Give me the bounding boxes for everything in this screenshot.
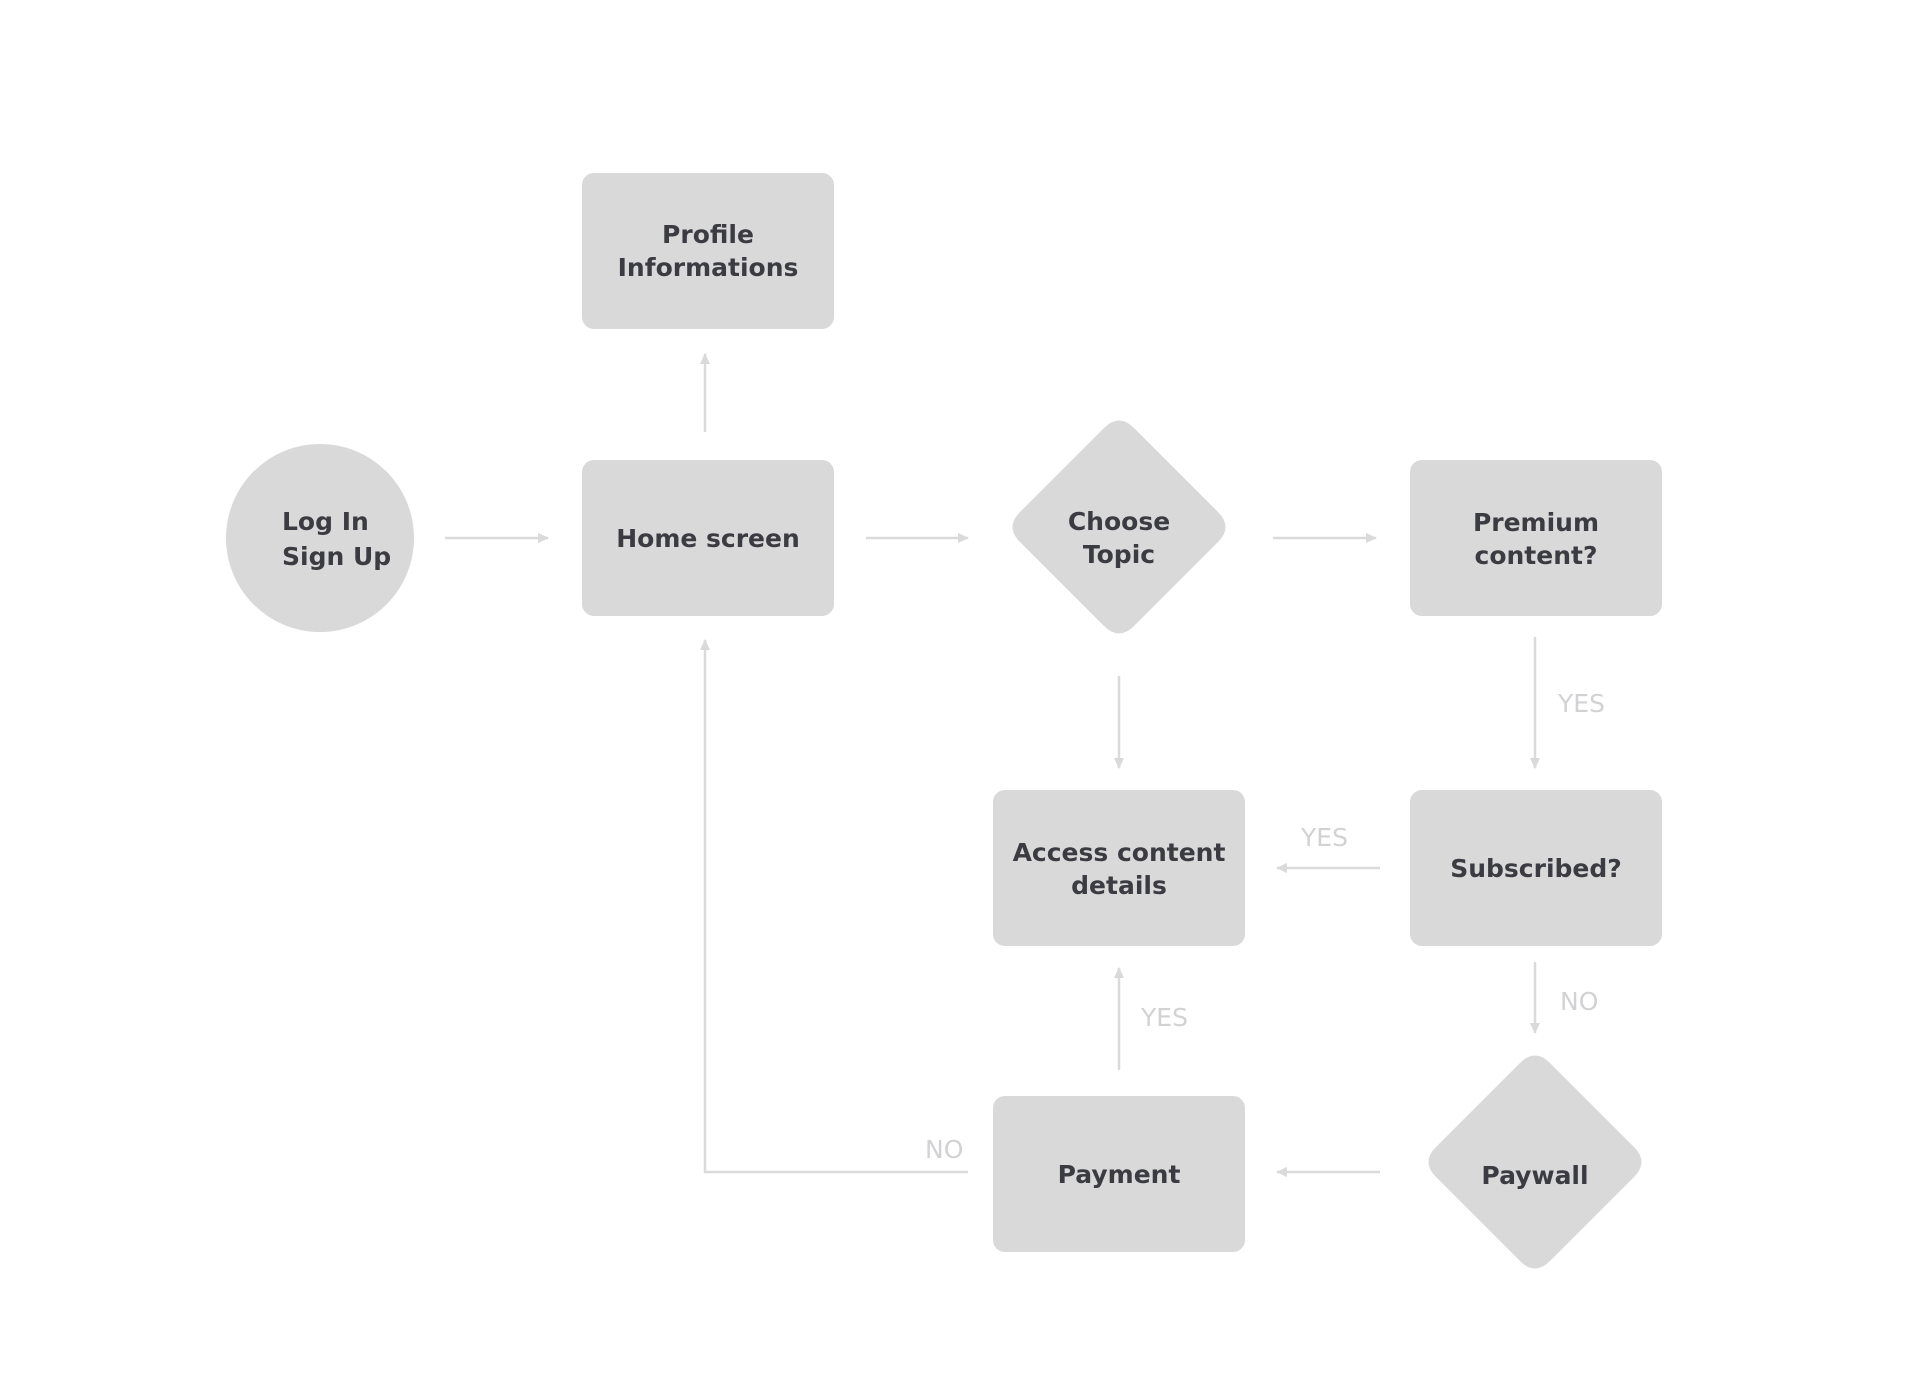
access-label-line2: details (1071, 871, 1167, 900)
edge-label-premium-yes: YES (1557, 689, 1605, 718)
choose-topic-diamond (1012, 420, 1226, 634)
choose-topic-label-line2: Topic (1083, 540, 1155, 569)
node-access-content-details: Access content details (993, 790, 1245, 946)
login-label-line1: Log In (282, 507, 369, 536)
home-label: Home screen (616, 524, 800, 553)
edge-payment-to-home (700, 639, 968, 1174)
profile-label-line2: Informations (618, 253, 799, 282)
subscribed-label: Subscribed? (1450, 854, 1622, 883)
premium-box (1410, 460, 1662, 616)
payment-label: Payment (1058, 1160, 1181, 1189)
node-login-signup: Log In Sign Up (226, 444, 414, 632)
home-box (582, 460, 834, 616)
choose-topic-label-line1: Choose (1068, 507, 1170, 536)
paywall-label: Paywall (1481, 1161, 1588, 1190)
node-paywall: Paywall (1428, 1055, 1642, 1269)
edge-label-subscribed-no: NO (1560, 987, 1598, 1016)
subscribed-box (1410, 790, 1662, 946)
paywall-diamond (1428, 1055, 1642, 1269)
profile-box (582, 173, 834, 329)
premium-label-line1: Premium (1473, 508, 1599, 537)
edge-label-payment-yes: YES (1140, 1003, 1188, 1032)
node-subscribed: Subscribed? (1410, 790, 1662, 946)
node-payment: Payment (993, 1096, 1245, 1252)
edge-label-subscribed-yes: YES (1300, 823, 1348, 852)
access-box (993, 790, 1245, 946)
node-profile-informations: Profile Informations (582, 173, 834, 329)
node-choose-topic: Choose Topic (1012, 420, 1226, 634)
node-home-screen: Home screen (582, 460, 834, 616)
profile-label-line1: Profile (662, 220, 754, 249)
edge-label-payment-no: NO (925, 1135, 963, 1164)
payment-box (993, 1096, 1245, 1252)
access-label-line1: Access content (1013, 838, 1226, 867)
node-premium-content: Premium content? (1410, 460, 1662, 616)
login-label-line2: Sign Up (282, 542, 391, 571)
login-circle (226, 444, 414, 632)
premium-label-line2: content? (1475, 541, 1598, 570)
